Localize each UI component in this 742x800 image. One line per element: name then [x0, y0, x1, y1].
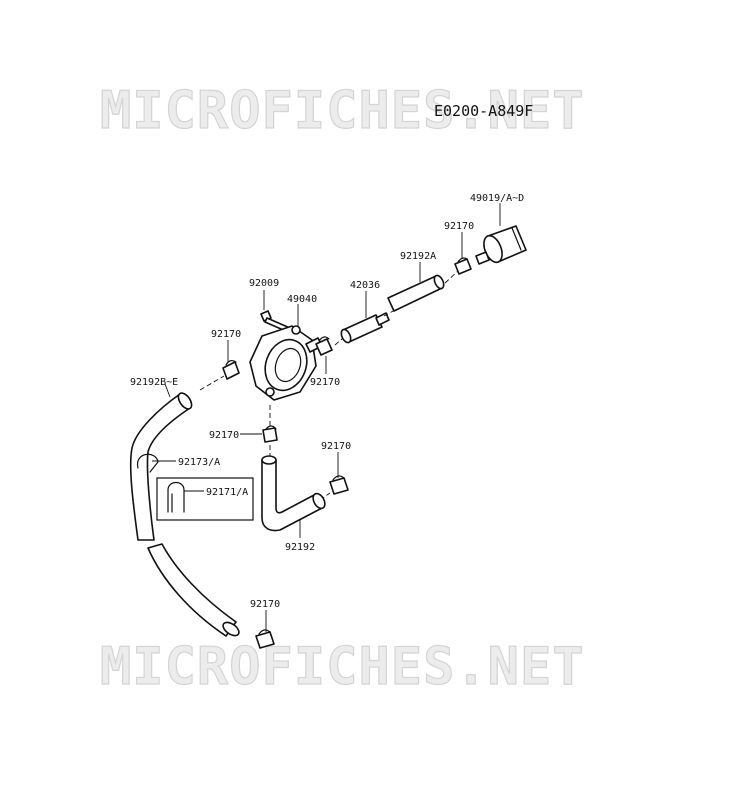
label-hose-92192: 92192 — [285, 542, 315, 553]
hose-92192 — [261, 455, 326, 532]
watermark-top: MICROFICHES.NET — [100, 81, 585, 141]
fuel-filter — [475, 225, 527, 265]
label-clamp-pump-bottom: 92170 — [209, 430, 239, 441]
watermark-bottom: MICROFICHES.NET — [100, 637, 585, 697]
diagram-code: E0200-A849F — [434, 102, 533, 120]
clamp-left — [222, 359, 240, 380]
clip-92173a — [137, 453, 159, 473]
label-clamp-top: 92170 — [444, 221, 474, 232]
label-filter: 49019/A~D — [470, 193, 524, 204]
label-hose-be: 92192B~E — [130, 377, 178, 388]
clip-92171a — [156, 477, 254, 521]
label-pump: 49040 — [287, 294, 317, 305]
label-bolt: 92009 — [249, 278, 279, 289]
label-hose-a: 92192A — [400, 251, 436, 262]
clamp-right — [329, 475, 349, 495]
leader-hose-be — [164, 383, 171, 398]
label-clip-a: 92173/A — [178, 457, 220, 468]
label-clamp-left: 92170 — [211, 329, 241, 340]
fuel-pump — [249, 325, 323, 401]
label-clamp-mid: 92170 — [310, 377, 340, 388]
label-pipe: 42036 — [350, 280, 380, 291]
clamp-top — [454, 257, 472, 275]
clamp-bottom — [255, 629, 275, 649]
pipe-42036 — [340, 312, 390, 344]
label-clamp-right: 92170 — [321, 441, 351, 452]
label-clamp-bottom: 92170 — [250, 599, 280, 610]
clamp-pump-bottom — [262, 425, 278, 443]
hose-92192b-e — [129, 392, 240, 637]
clamp-mid — [315, 336, 333, 356]
hose-92192a — [387, 274, 445, 312]
label-clip-b: 92171/A — [206, 487, 248, 498]
